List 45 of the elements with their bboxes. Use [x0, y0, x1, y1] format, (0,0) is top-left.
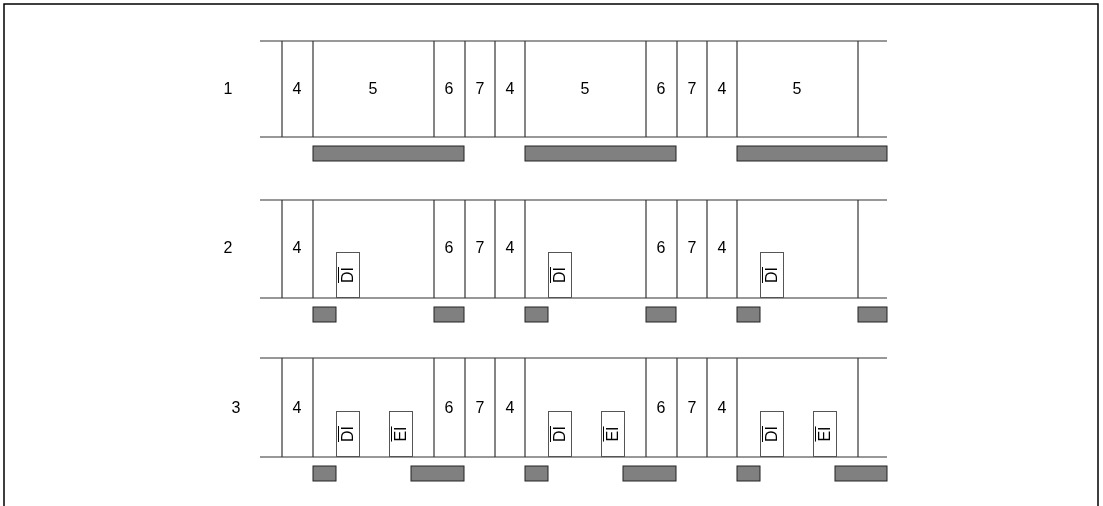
instruction-label: EI — [817, 426, 833, 442]
row-number: 1 — [223, 80, 233, 98]
cell-number: 7 — [687, 399, 697, 417]
cell-number: 6 — [656, 399, 666, 417]
row-number: 2 — [223, 239, 233, 257]
cell-number: 6 — [444, 80, 454, 98]
instruction-box — [601, 411, 625, 457]
instruction-label: EI — [393, 426, 409, 442]
cell-number: 4 — [717, 239, 727, 257]
instruction-box — [760, 411, 784, 457]
cell-number: 4 — [292, 80, 302, 98]
instruction-box — [548, 411, 572, 457]
instruction-label: DI — [764, 426, 780, 442]
cell-number: 6 — [444, 399, 454, 417]
instruction-box — [760, 252, 784, 298]
cell-number: 7 — [475, 399, 485, 417]
instruction-box — [336, 252, 360, 298]
cell-number: 5 — [792, 80, 802, 98]
cell-number: 4 — [292, 239, 302, 257]
instruction-label: DI — [340, 426, 356, 442]
instruction-box — [389, 411, 413, 457]
cell-number: 4 — [505, 80, 515, 98]
cell-number: 4 — [717, 399, 727, 417]
row-number: 3 — [231, 399, 241, 417]
instruction-label: DI — [764, 267, 780, 283]
instruction-box — [548, 252, 572, 298]
instruction-label: DI — [552, 426, 568, 442]
cell-number: 5 — [580, 80, 590, 98]
cell-number: 4 — [717, 80, 727, 98]
cell-number: 4 — [292, 399, 302, 417]
instruction-label: DI — [340, 267, 356, 283]
cell-number: 6 — [656, 80, 666, 98]
cell-number: 6 — [444, 239, 454, 257]
cell-number: 5 — [368, 80, 378, 98]
cell-number: 7 — [687, 239, 697, 257]
instruction-label: DI — [552, 267, 568, 283]
instruction-box — [813, 411, 837, 457]
instruction-box — [336, 411, 360, 457]
instruction-label: EI — [605, 426, 621, 442]
cell-number: 7 — [687, 80, 697, 98]
cell-number: 6 — [656, 239, 666, 257]
cell-number: 4 — [505, 399, 515, 417]
cell-number: 7 — [475, 239, 485, 257]
cell-number: 4 — [505, 239, 515, 257]
cell-number: 7 — [475, 80, 485, 98]
